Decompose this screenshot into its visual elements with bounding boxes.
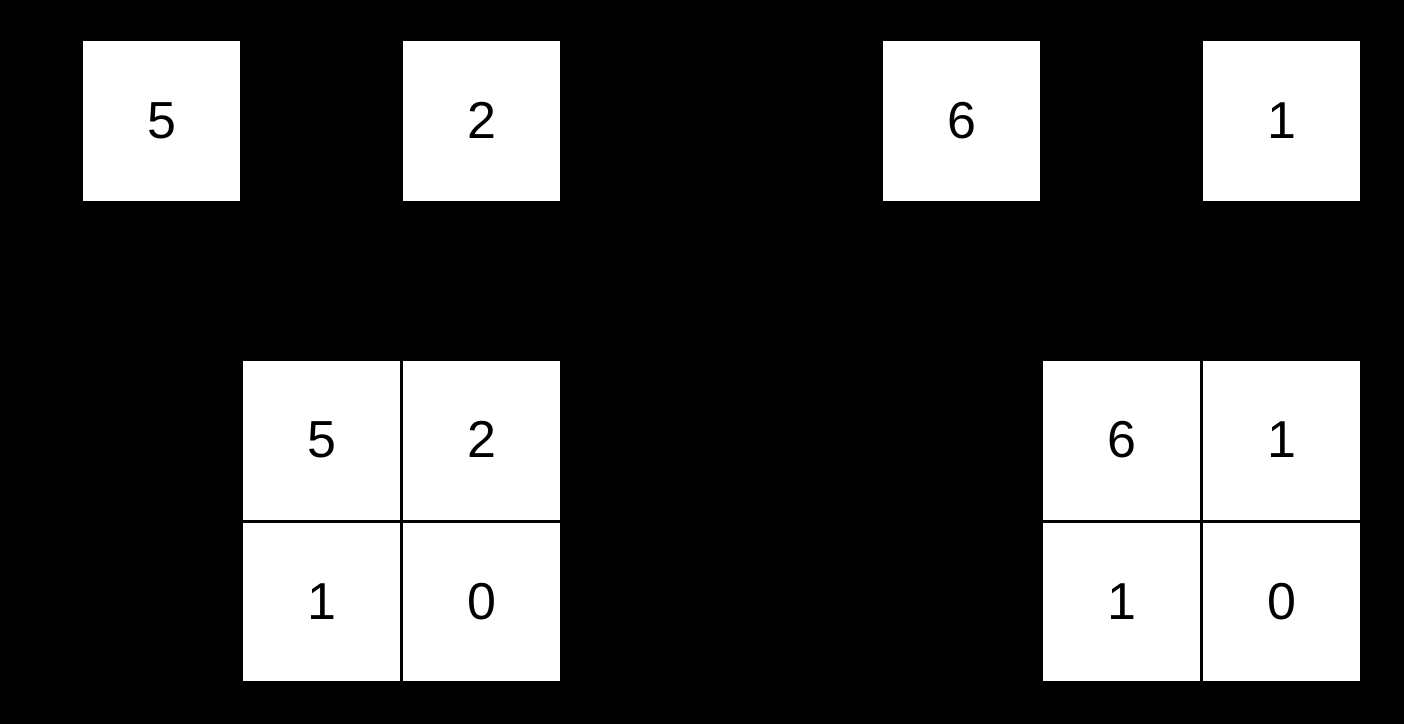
matrix-cell[interactable]: 2 — [403, 361, 560, 520]
top-tile-1[interactable]: 5 — [83, 41, 240, 201]
top-tile-3[interactable]: 6 — [883, 41, 1040, 201]
matrix-cell[interactable]: 0 — [403, 522, 560, 681]
matrix-cell[interactable]: 1 — [1043, 522, 1200, 681]
matrix-cell[interactable]: 0 — [1203, 522, 1360, 681]
matrix-cell-value: 1 — [307, 572, 336, 631]
left-matrix: 5 2 1 0 — [243, 361, 560, 681]
top-tile-2[interactable]: 2 — [403, 41, 560, 201]
matrix-cell-value: 0 — [467, 572, 496, 631]
matrix-cell[interactable]: 6 — [1043, 361, 1200, 520]
matrix-cell[interactable]: 5 — [243, 361, 400, 520]
tile-value: 6 — [947, 92, 976, 150]
matrix-cell-value: 1 — [1107, 572, 1136, 631]
tile-value: 1 — [1267, 92, 1296, 150]
tile-value: 5 — [147, 92, 176, 150]
matrix-cell[interactable]: 1 — [243, 522, 400, 681]
matrix-cell-value: 2 — [467, 411, 496, 470]
matrix-cell-value: 1 — [1267, 411, 1296, 470]
top-tile-4[interactable]: 1 — [1203, 41, 1360, 201]
right-matrix: 6 1 1 0 — [1043, 361, 1360, 681]
matrix-cell-value: 6 — [1107, 411, 1136, 470]
matrix-cell[interactable]: 1 — [1203, 361, 1360, 520]
matrix-cell-value: 5 — [307, 411, 336, 470]
tile-value: 2 — [467, 92, 496, 150]
matrix-cell-value: 0 — [1267, 572, 1296, 631]
